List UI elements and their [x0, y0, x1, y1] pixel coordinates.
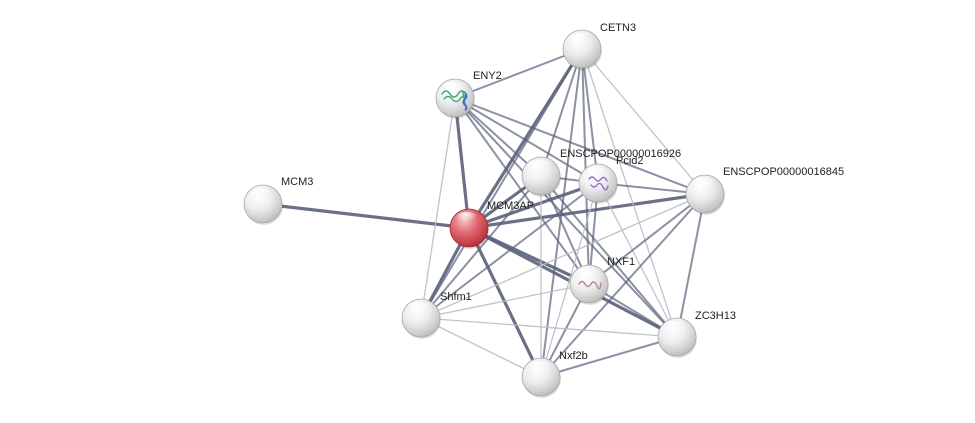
edge-shfm1-zc3h13[interactable] [420, 317, 678, 338]
node-nxf2b[interactable]: Nxf2b [521, 350, 588, 398]
node-highlight [568, 32, 592, 48]
edge-eny2-zc3h13[interactable] [454, 97, 678, 338]
node-highlight [663, 320, 687, 336]
node-cetn3[interactable]: CETN3 [562, 22, 636, 70]
edge-enscpop00000016926-shfm1[interactable] [420, 175, 542, 319]
node-label-mcm3ap: MCM3AP [487, 200, 534, 212]
node-eny2[interactable]: ENY2 [435, 70, 502, 119]
edge-cetn3-enscpop00000016926[interactable] [540, 48, 583, 177]
node-mcm3[interactable]: MCM3 [243, 176, 313, 225]
edge-pcid2-zc3h13[interactable] [597, 182, 678, 338]
node-label-enscpop00000016926: ENSCPOP00000016926 [560, 148, 681, 160]
node-highlight [441, 81, 465, 97]
node-label-nxf2b: Nxf2b [559, 350, 588, 362]
node-label-cetn3: CETN3 [600, 22, 636, 34]
node-label-nxf1: NXF1 [607, 256, 635, 268]
node-highlight [407, 301, 431, 317]
node-highlight [527, 159, 551, 175]
protein-structure-icon [578, 280, 602, 290]
node-highlight [249, 187, 273, 203]
node-label-zc3h13: ZC3H13 [695, 310, 736, 322]
node-label-pcid2: Pcid2 [616, 155, 644, 167]
edge-enscpop00000016845-shfm1[interactable] [420, 193, 706, 319]
node-pcid2[interactable]: Pcid2 [578, 155, 644, 204]
edge-nxf1-shfm1[interactable] [420, 283, 590, 319]
edge-cetn3-enscpop00000016845[interactable] [581, 48, 706, 195]
node-nxf1[interactable]: NXF1 [569, 256, 635, 305]
node-enscpop00000016926[interactable]: ENSCPOP00000016926 [521, 148, 681, 197]
node-highlight [575, 267, 599, 283]
node-highlight [527, 360, 551, 376]
node-enscpop00000016845[interactable]: ENSCPOP00000016845 [685, 166, 844, 215]
node-zc3h13[interactable]: ZC3H13 [657, 310, 736, 358]
edge-shfm1-nxf2b[interactable] [420, 317, 542, 378]
node-highlight [691, 177, 715, 193]
edge-eny2-cetn3[interactable] [454, 48, 583, 99]
edge-cetn3-pcid2[interactable] [581, 48, 599, 184]
helix-icon [462, 92, 468, 111]
edge-pcid2-nxf2b[interactable] [540, 182, 599, 378]
node-mcm3ap[interactable]: MCM3AP [449, 200, 534, 249]
edge-nxf2b-zc3h13[interactable] [540, 336, 678, 378]
node-shfm1[interactable]: Shfm1 [401, 291, 472, 339]
node-label-mcm3: MCM3 [281, 176, 313, 188]
edge-pcid2-shfm1[interactable] [420, 182, 599, 319]
edge-eny2-enscpop00000016845[interactable] [454, 97, 706, 195]
edge-cetn3-nxf2b[interactable] [540, 48, 583, 378]
edge-mcm3ap-nxf2b[interactable] [467, 226, 543, 379]
node-label-shfm1: Shfm1 [440, 291, 472, 303]
edge-cetn3-shfm1[interactable] [420, 48, 583, 319]
edge-layer [261, 47, 707, 379]
edge-enscpop00000016926-zc3h13[interactable] [540, 175, 678, 338]
node-label-eny2: ENY2 [473, 70, 502, 82]
edge-enscpop00000016926-nxf1[interactable] [540, 175, 590, 285]
node-highlight [455, 211, 479, 227]
edge-cetn3-zc3h13[interactable] [581, 48, 678, 338]
edge-enscpop00000016845-nxf2b[interactable] [540, 193, 706, 378]
edge-mcm3-mcm3ap[interactable] [261, 202, 471, 230]
node-highlight [584, 166, 608, 182]
edge-eny2-nxf1[interactable] [454, 97, 590, 285]
edge-mcm3ap-eny2[interactable] [453, 96, 471, 230]
edge-enscpop00000016845-nxf1[interactable] [588, 193, 706, 285]
edge-eny2-shfm1[interactable] [420, 97, 456, 319]
edge-enscpop00000016845-zc3h13[interactable] [676, 193, 706, 338]
node-label-enscpop00000016845: ENSCPOP00000016845 [723, 166, 844, 178]
